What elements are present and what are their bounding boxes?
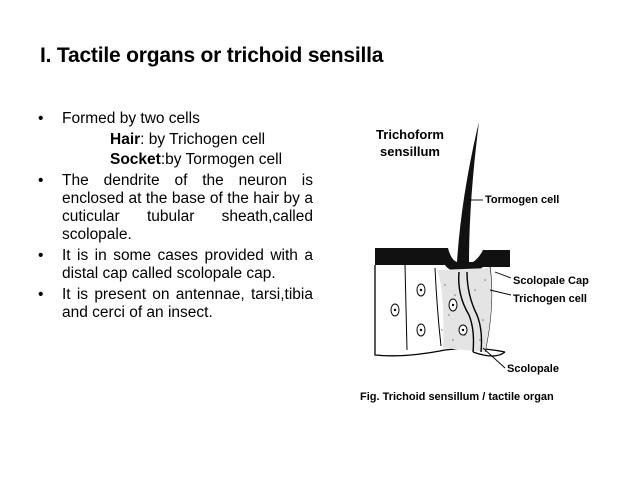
bullet-text: It is in some cases provided with a dist… (62, 247, 313, 282)
bullet-dot-icon: • (38, 110, 44, 127)
figure-title-line2: sensillum (380, 144, 440, 159)
figure-caption: Fig. Trichoid sensillum / tactile organ (360, 391, 554, 403)
bullet-dot-icon: • (38, 247, 44, 264)
sensillum-diagram: Trichoform sensillum (360, 122, 589, 403)
sub-text: : by Trichogen cell (140, 131, 266, 148)
scolopale-sheath (466, 271, 483, 353)
bullet-item: • It is in some cases provided with a di… (38, 247, 313, 283)
trichogen-cell (437, 268, 492, 352)
leader-line-scolopale (482, 347, 506, 369)
bullet-item: • Formed by two cells (38, 110, 313, 128)
cell-boundary (404, 264, 408, 351)
nucleus-dots (393, 288, 465, 332)
cell-nuclei (390, 283, 468, 337)
scolopale-sheath (458, 271, 475, 353)
leader-line-scolopale-cap (494, 271, 512, 279)
trichoid-sensillum-figure: Trichoform sensillum (345, 90, 635, 420)
cuticle-layer (375, 248, 510, 273)
label-scolopale: Scolopale (507, 363, 559, 375)
bullet-text: Formed by two cells (62, 110, 200, 127)
sub-text: :by Tormogen cell (160, 151, 283, 168)
slide-title: I. Tactile organs or trichoid sensilla (40, 44, 384, 67)
bullet-text: The dendrite of the neuron is enclosed a… (62, 172, 313, 243)
label-trichogen-cell: Trichogen cell (513, 293, 587, 305)
term-socket: Socket (110, 151, 161, 168)
term-hair: Hair (110, 131, 141, 148)
bullet-item: • The dendrite of the neuron is enclosed… (38, 172, 313, 244)
sub-item-socket: Socket:by Tormogen cell (38, 151, 313, 169)
bullet-list: • Formed by two cells Hair: by Trichogen… (38, 110, 313, 325)
bullet-dot-icon: • (38, 286, 44, 303)
figure-title-line1: Trichoform (376, 127, 444, 142)
hair-shaft (457, 122, 479, 262)
label-scolopale-cap: Scolopale Cap (513, 275, 589, 287)
cell-boundary (434, 267, 442, 347)
label-tormogen-cell: Tormogen cell (485, 194, 559, 206)
bullet-text: It is present on antennae, tarsi,tibia a… (62, 286, 313, 321)
sub-item-hair: Hair: by Trichogen cell (38, 131, 313, 149)
bullet-dot-icon: • (38, 172, 44, 189)
leader-line-trichogen (489, 289, 512, 296)
bullet-item: • It is present on antennae, tarsi,tibia… (38, 286, 313, 322)
